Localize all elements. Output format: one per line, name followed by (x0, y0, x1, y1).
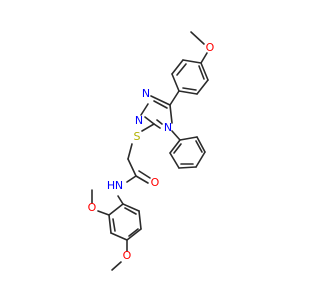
sulfur-atom-label: S (134, 130, 141, 143)
bond (153, 100, 168, 109)
bond (200, 62, 209, 81)
bond (176, 63, 187, 76)
bond (135, 175, 149, 184)
bonds (91, 31, 209, 271)
nitrogen-atom-label: N (164, 121, 172, 134)
bond (169, 90, 180, 106)
bond (122, 203, 140, 212)
bond (144, 116, 155, 125)
atom-labels: O N N N S O N H O O (88, 41, 215, 262)
nitrogen-atom-label: N (135, 114, 143, 127)
bond (150, 95, 171, 106)
bond (110, 232, 128, 241)
bond (138, 210, 142, 230)
hydrogen-atom-label: H (107, 179, 115, 192)
bond (190, 31, 205, 45)
bond (196, 79, 209, 95)
bond (178, 90, 198, 95)
bond (97, 210, 110, 216)
bond (141, 123, 155, 132)
bond (169, 152, 180, 169)
bond (124, 207, 137, 215)
bond (182, 87, 197, 91)
bond (200, 52, 208, 64)
bond (179, 136, 198, 141)
bond (138, 170, 151, 179)
bond (117, 195, 124, 205)
bond (111, 261, 122, 271)
bond (156, 119, 163, 125)
bond (196, 136, 206, 153)
bond (195, 140, 203, 153)
bond (169, 139, 181, 154)
oxygen-atom-label: O (206, 41, 215, 54)
bond (198, 65, 205, 80)
oxygen-atom-label: O (123, 249, 132, 262)
molecule-canvas: O N N N S O N H O O (88, 31, 215, 271)
bond (182, 59, 202, 64)
molecule-structure-diagram: O N N N S O N H O O (88, 31, 215, 271)
bond (127, 158, 137, 177)
nitrogen-atom-label: N (142, 87, 150, 100)
bond (178, 166, 197, 169)
bond (108, 203, 124, 216)
oxygen-atom-label: O (88, 201, 97, 214)
bond (128, 228, 139, 237)
bond (127, 143, 133, 160)
bond (195, 151, 206, 168)
bond (171, 130, 181, 141)
bond (171, 59, 184, 75)
bond (140, 103, 149, 116)
bond (126, 228, 142, 241)
bond (173, 143, 182, 154)
bond (126, 175, 137, 183)
bond (171, 73, 180, 92)
bond (153, 123, 161, 129)
bond (108, 214, 112, 234)
bond (169, 104, 173, 124)
oxygen-atom-label: O (151, 176, 160, 189)
bond (112, 218, 116, 232)
nitrogen-atom-label: N (115, 179, 123, 192)
